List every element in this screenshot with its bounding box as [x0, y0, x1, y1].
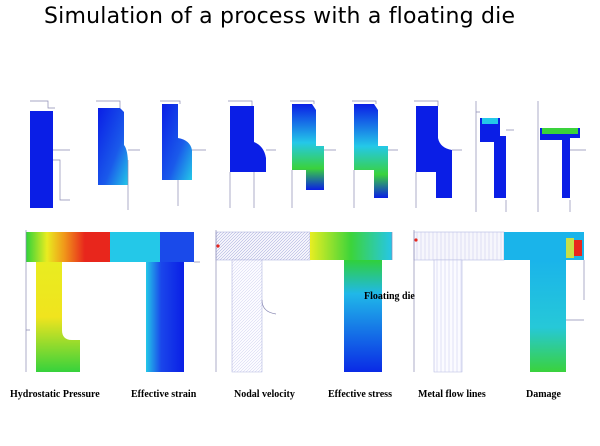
caption-metal-flow-lines: Metal flow lines	[418, 389, 486, 400]
caption-damage: Damage	[526, 389, 561, 400]
caption-hydrostatic-pressure: Hydrostatic Pressure	[10, 389, 100, 400]
stage-5	[290, 100, 336, 208]
stage-6	[352, 100, 398, 208]
stage-2	[96, 100, 140, 210]
caption-nodal-velocity: Nodal velocity	[234, 389, 295, 400]
page-title: Simulation of a process with a floating …	[44, 4, 516, 29]
panel-pressure-strain	[25, 230, 200, 372]
panel-velocity-stress	[215, 230, 393, 373]
caption-effective-strain: Effective strain	[131, 389, 197, 400]
floating-die-label: Floating die	[364, 291, 415, 302]
stage-8	[475, 101, 514, 212]
stage-3	[160, 100, 206, 206]
caption-effective-stress: Effective stress	[328, 389, 392, 400]
stage-1	[30, 100, 70, 208]
panel-flow-damage	[413, 230, 585, 373]
stage-7	[414, 100, 462, 208]
stage-9	[537, 101, 586, 212]
stage-4	[228, 100, 276, 208]
